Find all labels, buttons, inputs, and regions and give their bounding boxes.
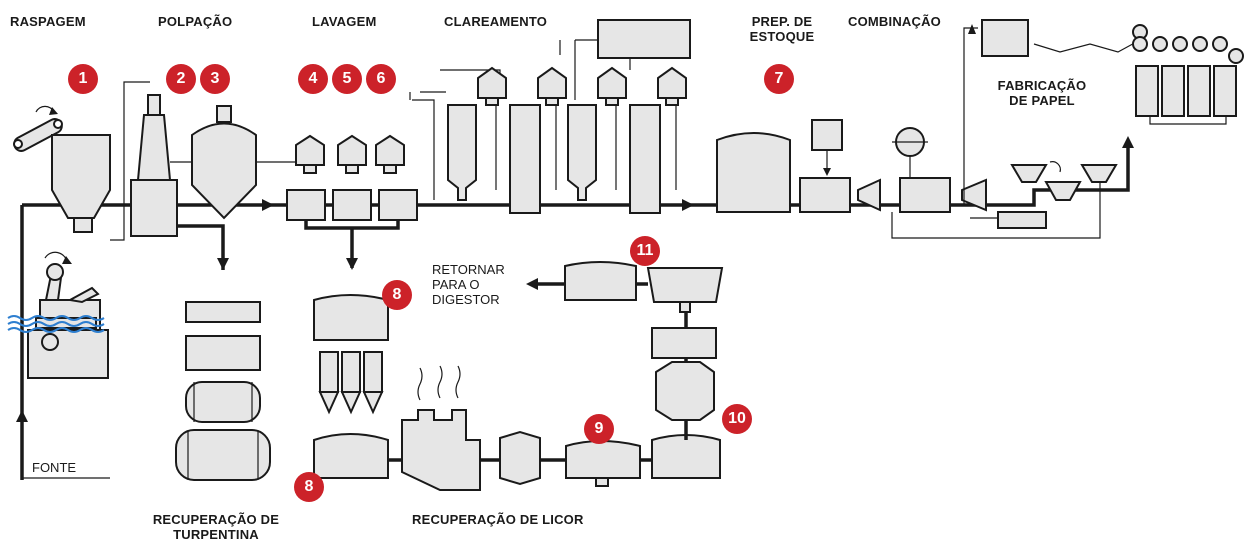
step-badge-4: 4: [298, 64, 328, 94]
main-process-line: [22, 145, 1130, 207]
return-label: RETORNAR PARA O DIGESTOR: [432, 262, 505, 307]
return-label-line2: PARA O: [432, 277, 480, 292]
stage-rec-licor: RECUPERAÇÃO DE LICOR: [412, 512, 584, 527]
return-label-line3: DIGESTOR: [432, 292, 500, 307]
blow-tank: [191, 105, 257, 220]
turpentine-equipment: [175, 301, 271, 481]
bleach-dropdowns: [495, 58, 677, 190]
stage-polpacao: POLPAÇÃO: [158, 14, 233, 29]
step-badge-9: 9: [584, 414, 614, 444]
water-waves: [7, 315, 105, 333]
return-arrow: [526, 278, 538, 290]
step-badge-2: 2: [166, 64, 196, 94]
step-badge-7: 7: [764, 64, 794, 94]
liquor-arrow: [346, 258, 358, 270]
conveyor: [13, 105, 63, 152]
stage-prep-estoque: PREP. DE ESTOQUE: [744, 14, 820, 44]
stock-refiner: [799, 119, 851, 213]
machine-arrow: [1122, 136, 1134, 148]
bleach-towers: [447, 19, 691, 214]
stage-raspagem: RASPAGEM: [10, 14, 86, 29]
source-label: FONTE: [32, 460, 77, 475]
chipper: [27, 251, 109, 379]
step-badge-10: 10: [722, 404, 752, 434]
stage-clareamento: CLAREAMENTO: [444, 14, 548, 29]
step-badge-8-upper: 8: [382, 280, 412, 310]
wire-arrow: [968, 24, 976, 34]
flow-arrow-2: [682, 199, 694, 211]
step-badge-11: 11: [630, 236, 660, 266]
step-badge-6: 6: [366, 64, 396, 94]
stage-prep-estoque-line1: PREP. DE: [751, 14, 813, 29]
step-badge-1: 1: [68, 64, 98, 94]
source-arrow: [16, 410, 28, 422]
step-badge-8-lower: 8: [294, 472, 324, 502]
stage-combinacao: COMBINAÇÃO: [848, 14, 941, 29]
recovery-pipes: [388, 282, 688, 462]
combination-equipment: [857, 127, 1118, 229]
stage-fabricacao: FABRICAÇÃO DE PAPEL: [990, 78, 1094, 108]
turpentine-arrow: [217, 258, 229, 270]
chip-silo: [51, 134, 111, 233]
stage-prep-estoque-line2: ESTOQUE: [749, 29, 815, 44]
wash-liquor-collector: [304, 220, 400, 230]
stage-rec-turpentina: RECUPERAÇÃO DE TURPENTINA: [136, 512, 296, 542]
silo-to-digester-line: [110, 81, 150, 241]
digester: [130, 94, 178, 237]
return-label-line1: RETORNAR: [432, 262, 505, 277]
recovery-equipment: [313, 261, 724, 491]
step-badge-3: 3: [200, 64, 230, 94]
turpentine-branch: [178, 224, 225, 270]
step-badge-5: 5: [332, 64, 362, 94]
stock-chest: [716, 132, 791, 213]
stage-fabricacao-line1: FABRICAÇÃO: [997, 78, 1087, 93]
flow-arrow-1: [262, 199, 274, 211]
washers: [286, 134, 418, 221]
bleach-piping: [409, 39, 630, 200]
stage-fabricacao-line2: DE PAPEL: [1009, 93, 1075, 108]
stage-rec-turpentina-line2: TURPENTINA: [173, 527, 259, 542]
stage-rec-turpentina-line1: RECUPERAÇÃO DE: [152, 512, 280, 527]
stage-lavagem: LAVAGEM: [312, 14, 377, 29]
paper-machine: [981, 19, 1244, 125]
